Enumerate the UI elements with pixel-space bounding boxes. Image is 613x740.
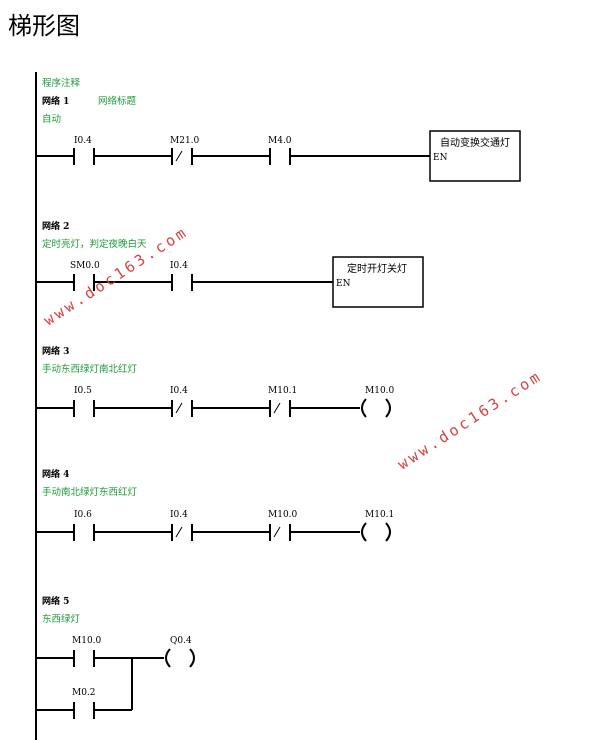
contact-operand: M4.0 [268,136,292,146]
network-comment: 手动南北绿灯东西红灯 [42,486,138,498]
network-3: 网络 3 手动东西绿灯南北红灯 I0.5 I0.4 M10.1 M10.0 [36,345,395,418]
watermark: www.doc163.com [394,367,545,474]
network-label: 网络 1 [42,95,69,107]
contact-operand: I0.5 [74,386,92,396]
contact-operand: I0.4 [170,261,188,271]
coil [361,522,367,542]
coil [385,522,391,542]
network-label: 网络 4 [42,468,69,480]
subroutine-box [332,256,424,308]
network-label: 网络 5 [42,595,69,607]
coil-operand: M10.0 [365,386,395,396]
coil [189,648,195,668]
box-label: 自动变换交通灯 [440,136,510,149]
coil [165,648,171,668]
contact-operand: M0.2 [72,688,96,698]
network-1: 网络 1 网络标题 自动 I0.4 M21.0 M4.0 自动变换交通灯 EN [36,95,521,182]
contact-operand: M10.0 [268,510,298,520]
contact-operand: I0.6 [74,510,92,520]
network-label: 网络 3 [42,345,69,357]
network-2: 网络 2 定时亮灯，判定夜晚白天 SM0.0 I0.4 定时开灯关灯 EN [36,220,424,308]
coil [361,398,367,418]
en-label: EN [336,279,351,289]
network-title: 网络标题 [98,95,137,107]
coil [385,398,391,418]
network-comment: 自动 [42,113,61,125]
subroutine-box [429,130,521,182]
network-4: 网络 4 手动南北绿灯东西红灯 I0.6 I0.4 M10.0 M10.1 [36,468,394,542]
page-title: 梯形图 [8,12,80,40]
program-comment: 程序注释 [42,77,81,89]
en-label: EN [433,153,448,163]
box-label: 定时开灯关灯 [347,262,407,275]
contact-operand: I0.4 [74,136,92,146]
coil-operand: M10.1 [365,510,394,520]
contact-operand: SM0.0 [70,261,100,271]
coil-operand: Q0.4 [170,636,192,646]
contact-operand: M10.1 [268,386,297,396]
contact-operand: I0.4 [170,386,188,396]
contact-operand: M21.0 [170,136,200,146]
network-5: 网络 5 东西绿灯 M10.0 M0.2 Q0.4 [36,595,195,719]
network-comment: 手动东西绿灯南北红灯 [42,363,138,375]
contact-operand: M10.0 [72,636,102,646]
contact-operand: I0.4 [170,510,188,520]
network-comment: 定时亮灯，判定夜晚白天 [42,238,147,250]
network-label: 网络 2 [42,220,69,232]
network-comment: 东西绿灯 [42,613,81,625]
